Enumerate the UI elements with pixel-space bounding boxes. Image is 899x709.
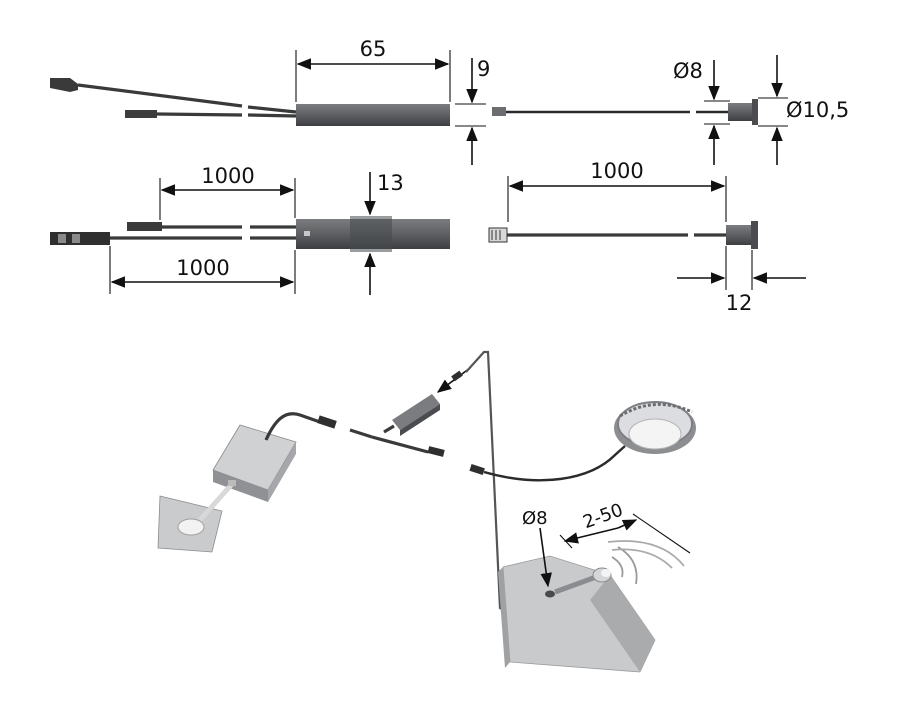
dim-sensor-depth: 12 bbox=[726, 291, 753, 315]
dim-cable-length-top: 1000 bbox=[201, 164, 254, 188]
power-supply bbox=[212, 424, 297, 502]
switch-plate bbox=[157, 480, 236, 553]
dim-sensor-hole: Ø8 bbox=[673, 59, 703, 83]
dimension-1000-bottom: 1000 bbox=[109, 246, 296, 294]
dimension-1000-sensor: 1000 bbox=[507, 159, 727, 222]
top-view-module bbox=[50, 216, 450, 252]
side-view-sensor bbox=[492, 99, 758, 125]
cabinet-panel bbox=[498, 555, 656, 673]
dim-module-height-top: 13 bbox=[377, 171, 404, 195]
dim-module-height-side: 9 bbox=[477, 57, 490, 81]
detection-waves bbox=[607, 540, 685, 585]
dimension-65: 65 bbox=[295, 37, 451, 102]
dimension-diam-10-5: Ø10,5 bbox=[758, 55, 849, 165]
dim-mount-hole: Ø8 bbox=[522, 508, 548, 529]
dimension-9: 9 bbox=[455, 57, 490, 165]
dimension-mount-hole: Ø8 bbox=[522, 508, 552, 588]
sensor-iso bbox=[554, 567, 612, 595]
dimension-12: 12 bbox=[677, 246, 806, 315]
dimension-range: 2-50 bbox=[559, 500, 691, 554]
top-view-sensor bbox=[488, 221, 758, 249]
module-body-side bbox=[296, 104, 450, 126]
dim-module-length: 65 bbox=[360, 37, 387, 61]
dim-sensor-cable-length: 1000 bbox=[590, 159, 643, 183]
dim-sensor-head: Ø10,5 bbox=[786, 98, 849, 122]
controller-module-iso bbox=[392, 394, 440, 436]
dimension-13: 13 bbox=[364, 171, 404, 295]
assembly-illustration: Ø8 2-50 bbox=[157, 350, 696, 673]
dimension-diam-8-side: Ø8 bbox=[673, 59, 730, 165]
dim-cable-length-bottom: 1000 bbox=[176, 256, 229, 280]
dimension-1000-top: 1000 bbox=[159, 164, 296, 220]
side-view-module bbox=[50, 78, 450, 126]
downlight bbox=[614, 401, 696, 454]
